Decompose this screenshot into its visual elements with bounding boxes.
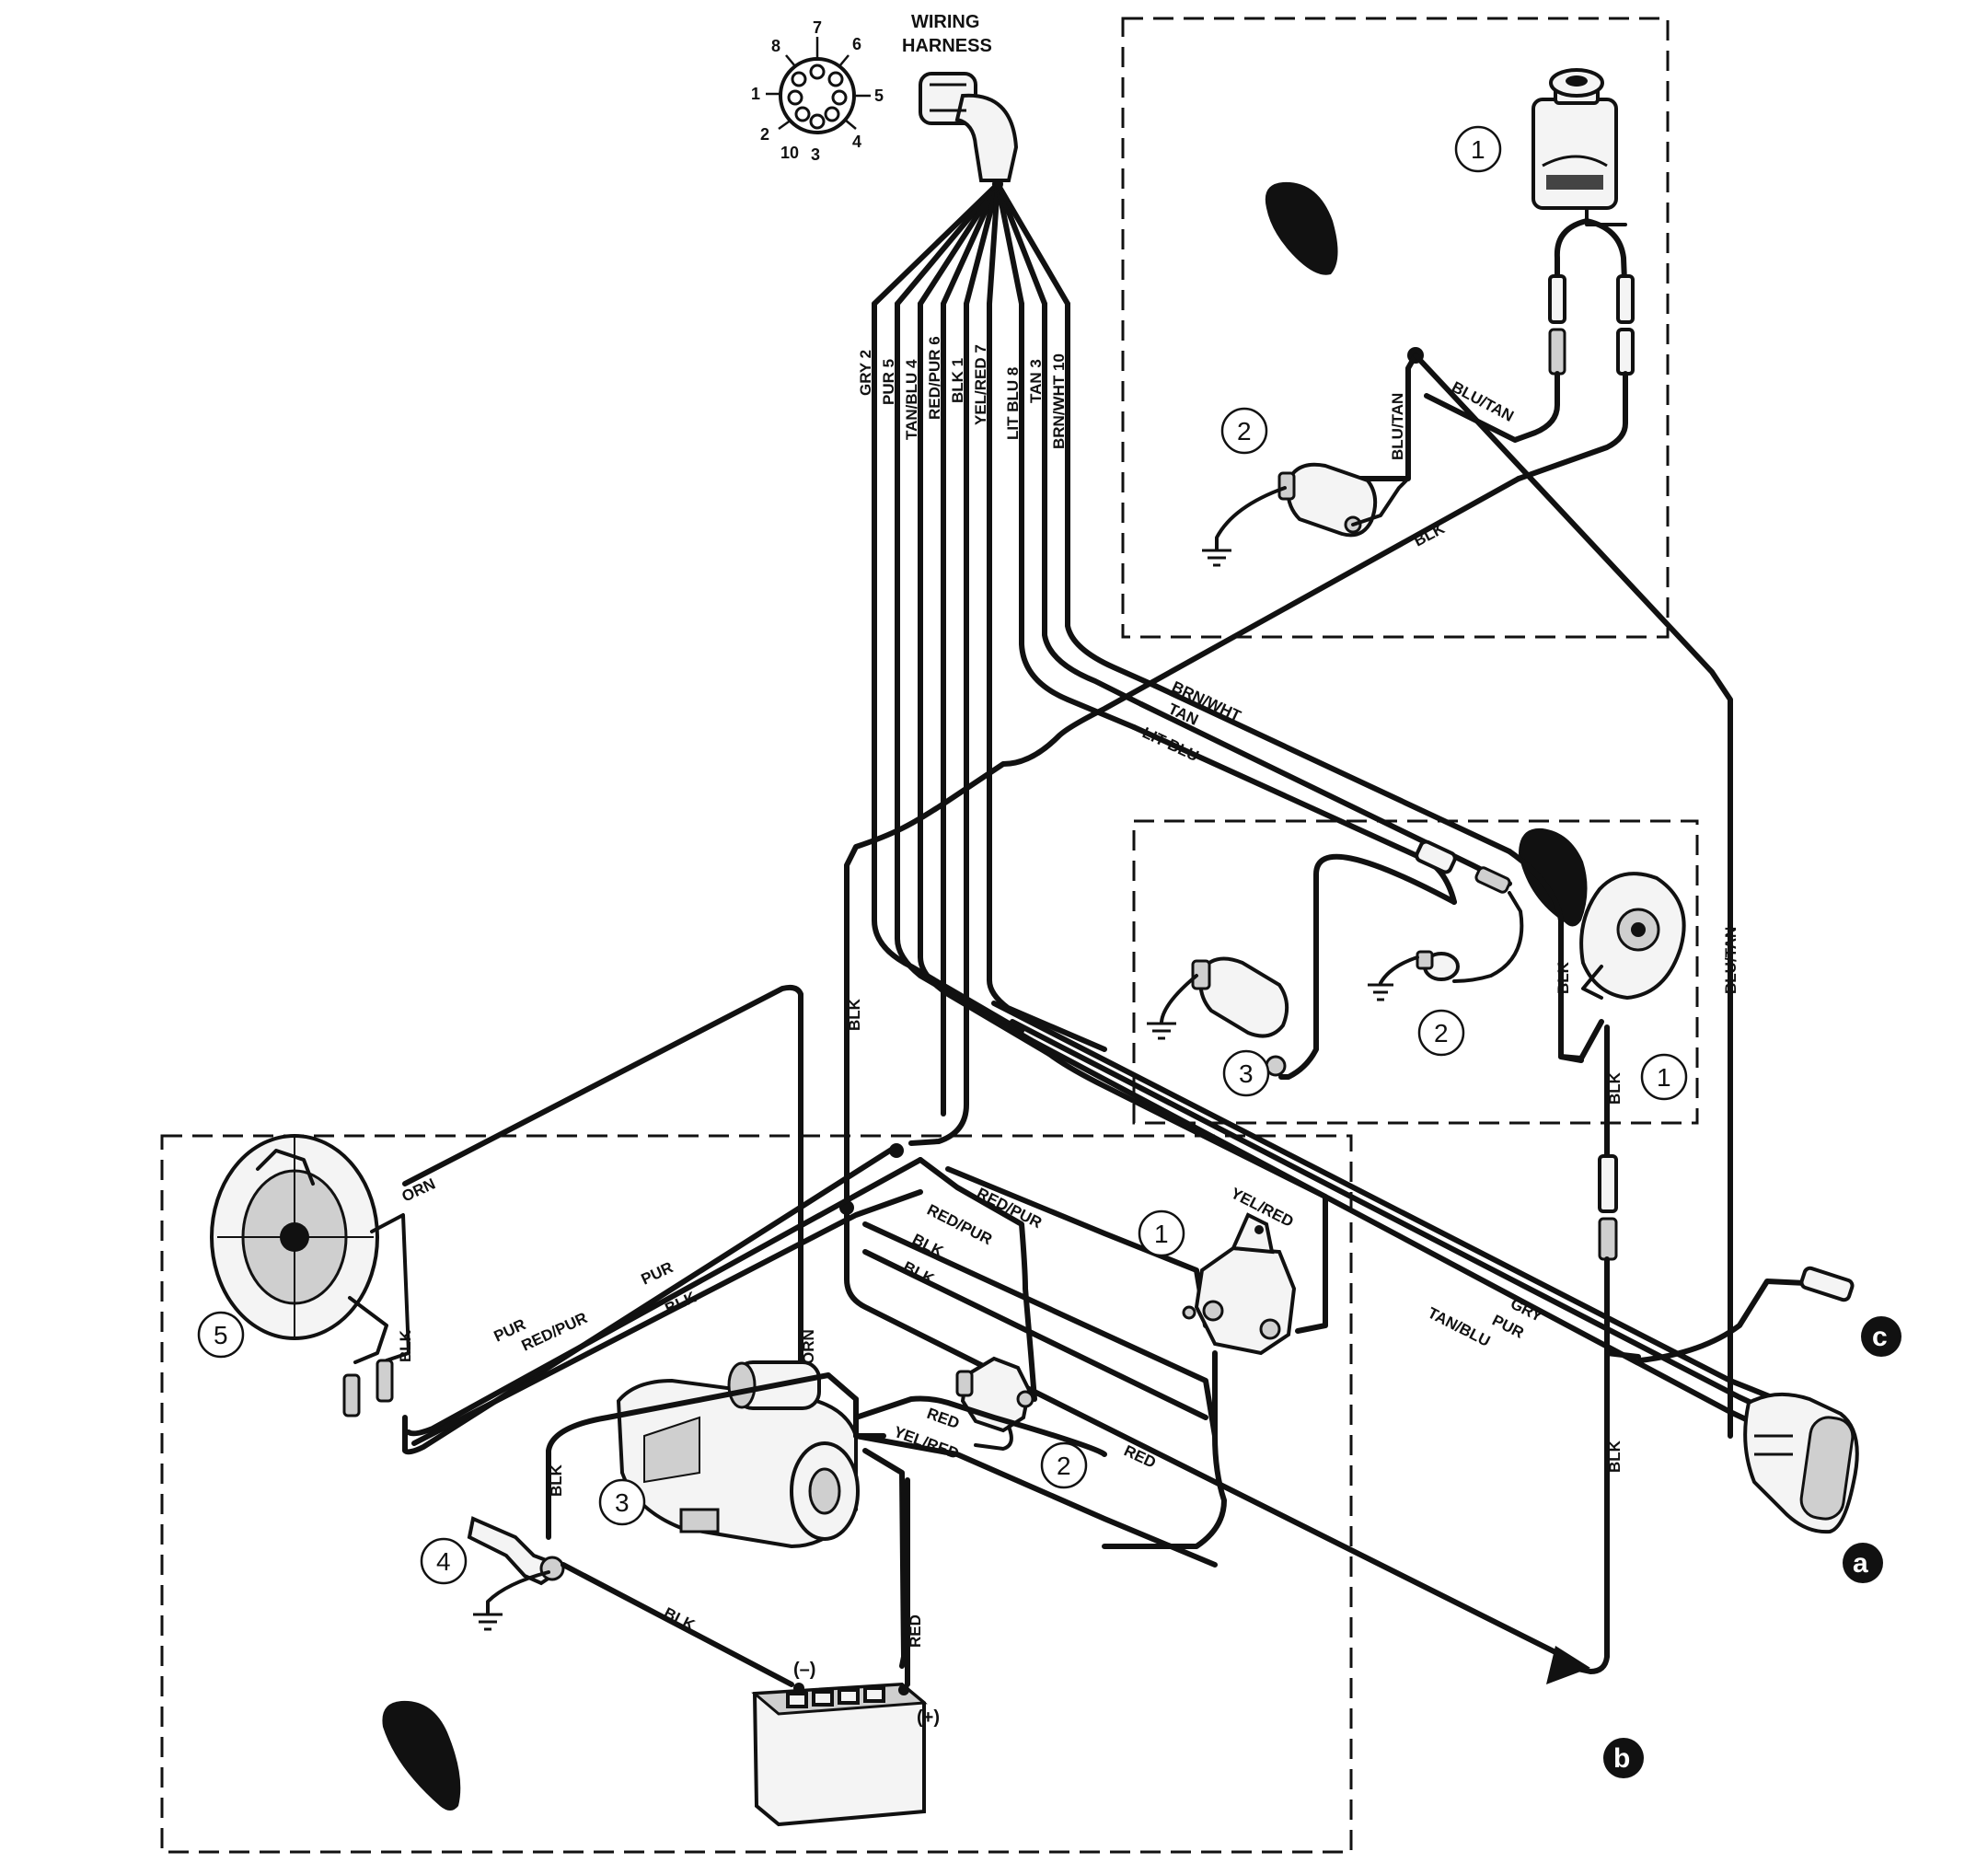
callout-2-mid: 2 bbox=[1417, 1009, 1465, 1057]
slave-solenoid bbox=[1182, 1212, 1297, 1356]
wire-label-pur-5: PUR 5 bbox=[880, 359, 897, 405]
wire-label-blu-tan: BLU/TAN bbox=[1389, 393, 1406, 460]
battery-negative-label: (–) bbox=[793, 1660, 815, 1680]
wire-label-gry-2: GRY 2 bbox=[857, 350, 874, 396]
wire-label-yel-red-7: YEL/RED 7 bbox=[972, 344, 989, 425]
ground-symbol bbox=[1147, 1022, 1176, 1040]
arrow-b bbox=[1546, 1646, 1590, 1684]
wire-label-red: RED bbox=[1121, 1441, 1159, 1471]
wire-label-pur: PUR bbox=[639, 1258, 676, 1288]
temperature-switch bbox=[1416, 950, 1460, 981]
reference-marker-b: b bbox=[1603, 1738, 1644, 1778]
pin-label: 10 bbox=[780, 144, 799, 162]
svg-text:2: 2 bbox=[1434, 1019, 1449, 1047]
svg-text:1: 1 bbox=[1154, 1220, 1169, 1248]
svg-text:3: 3 bbox=[1239, 1059, 1254, 1088]
ink-spot-top bbox=[1265, 181, 1338, 275]
harness-pin-diagram: 7 6 8 1 5 2 4 10 3 bbox=[751, 18, 884, 164]
bullet-connector bbox=[1415, 839, 1511, 894]
battery bbox=[751, 1682, 928, 1827]
wire-label-red: RED bbox=[925, 1405, 962, 1432]
svg-text:1: 1 bbox=[1471, 135, 1485, 164]
wire-label-lit-blu-8: LIT BLU 8 bbox=[1004, 367, 1022, 440]
callout-4-lower: 4 bbox=[420, 1537, 468, 1585]
wire-label-tan-3: TAN 3 bbox=[1027, 359, 1045, 403]
wire-label-orn: ORN bbox=[800, 1329, 817, 1364]
callout-1-top: 1 bbox=[1454, 125, 1502, 173]
svg-text:2: 2 bbox=[1057, 1452, 1071, 1480]
lower-component-box bbox=[160, 1134, 1353, 1854]
pin-label: 7 bbox=[813, 18, 822, 37]
ground-symbol bbox=[1368, 983, 1393, 1001]
ignition-sensor bbox=[1579, 872, 1686, 1001]
bullet-connector bbox=[1799, 1266, 1855, 1302]
callout-3-lower: 3 bbox=[598, 1478, 646, 1526]
wire-label-blk: BLK bbox=[846, 998, 863, 1031]
wire-label-blk: BLK bbox=[548, 1464, 565, 1497]
wire-label-blu-tan-right: BLU/TAN bbox=[1722, 927, 1740, 994]
wire-label-red: RED bbox=[907, 1614, 924, 1648]
wire-label-blk-right: BLK bbox=[1606, 1440, 1624, 1473]
harness-title-line1: WIRING bbox=[911, 12, 979, 32]
callout-2-top: 2 bbox=[1220, 407, 1268, 455]
wire-label-tan-blu: TAN/BLU bbox=[1425, 1304, 1493, 1350]
pin-label: 8 bbox=[771, 37, 780, 55]
fluid-reservoir bbox=[1531, 68, 1627, 226]
top-component-box bbox=[1121, 17, 1670, 639]
svg-text:2: 2 bbox=[1237, 417, 1252, 446]
bullet-connector bbox=[1598, 1154, 1618, 1261]
callout-2-lower: 2 bbox=[1040, 1441, 1088, 1489]
temperature-sender bbox=[1191, 956, 1289, 1077]
pin-label: 3 bbox=[811, 145, 820, 164]
pin-label: 6 bbox=[852, 35, 861, 53]
reference-marker-a: a bbox=[1843, 1543, 1883, 1583]
wire-label-blk: BLK bbox=[1555, 961, 1572, 994]
svg-text:1: 1 bbox=[1657, 1063, 1671, 1092]
callout-1-mid: 1 bbox=[1640, 1053, 1688, 1101]
pin-label: 4 bbox=[852, 133, 861, 151]
reference-marker-c: c bbox=[1861, 1316, 1901, 1357]
svg-text:4: 4 bbox=[436, 1547, 451, 1576]
wire-label-blk-1: BLK 1 bbox=[949, 358, 966, 403]
instrument-connector bbox=[1743, 1392, 1859, 1534]
starter-motor bbox=[616, 1360, 860, 1549]
svg-text:5: 5 bbox=[214, 1321, 228, 1349]
harness-title-line2: HARNESS bbox=[902, 36, 992, 56]
pin-label: 2 bbox=[760, 125, 769, 144]
callout-1-lower: 1 bbox=[1138, 1209, 1185, 1257]
bullet-connector bbox=[1548, 274, 1635, 376]
callout-5-lower: 5 bbox=[197, 1311, 245, 1359]
pin-label: 5 bbox=[874, 87, 884, 105]
oil-pressure-sensor bbox=[1277, 462, 1378, 538]
ground-symbol bbox=[473, 1613, 503, 1631]
svg-text:b: b bbox=[1613, 1743, 1630, 1774]
ground-stud bbox=[467, 1516, 565, 1586]
callout-3-mid: 3 bbox=[1222, 1049, 1270, 1097]
pin-label: 1 bbox=[751, 85, 760, 103]
harness-fanout bbox=[872, 181, 1070, 307]
harness-plug bbox=[919, 72, 1019, 182]
wire-label-blk: BLK bbox=[1606, 1071, 1624, 1105]
ink-spot-lower bbox=[382, 1700, 461, 1811]
middle-component-box bbox=[1132, 819, 1699, 1125]
bullet-connector bbox=[342, 1359, 394, 1418]
svg-text:c: c bbox=[1872, 1322, 1888, 1352]
ink-spot-middle bbox=[1519, 827, 1588, 927]
wire-label-tan-blu-4: TAN/BLU 4 bbox=[903, 359, 920, 440]
svg-text:3: 3 bbox=[615, 1488, 630, 1517]
ground-symbol bbox=[1202, 549, 1231, 567]
alternator bbox=[210, 1134, 410, 1364]
wire-label-red-pur-6: RED/PUR 6 bbox=[926, 336, 943, 420]
battery-positive-label: (+) bbox=[917, 1707, 940, 1728]
wire-label-brn-wht-10: BRN/WHT 10 bbox=[1050, 353, 1068, 449]
svg-text:a: a bbox=[1853, 1548, 1868, 1579]
